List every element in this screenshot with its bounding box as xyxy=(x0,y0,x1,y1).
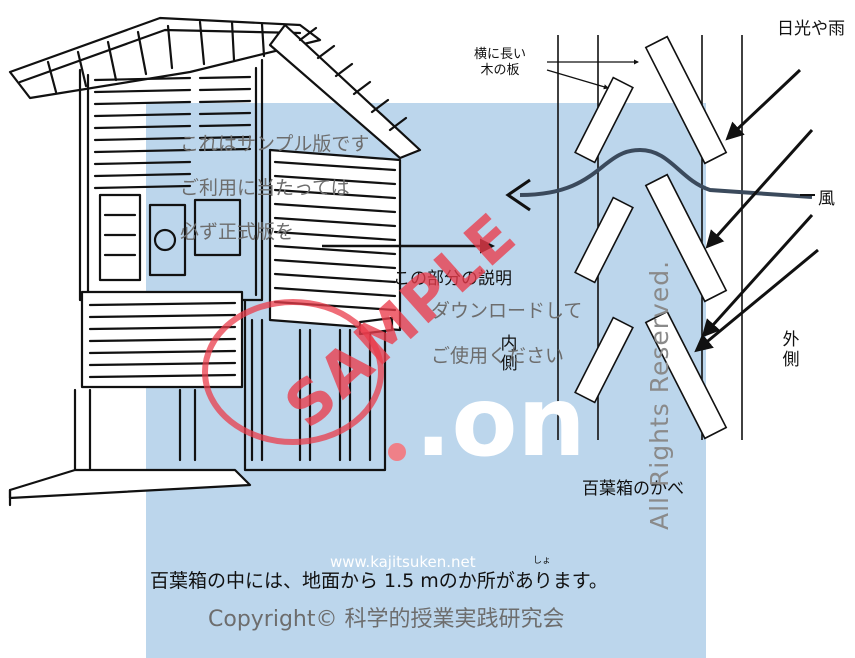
wind-arrowhead xyxy=(505,178,531,212)
outer-board xyxy=(644,35,728,165)
inner-board xyxy=(574,196,634,284)
outer-board xyxy=(644,173,728,303)
label-board-line: 横に長い xyxy=(474,47,527,62)
label-sun-rain: 日光や雨 xyxy=(777,19,845,39)
stevenson-screen-illustration xyxy=(8,16,422,507)
sun-rain-arrow xyxy=(725,68,802,141)
inner-board xyxy=(574,316,634,404)
watermark-note-line: これはサンプル版です xyxy=(180,133,370,155)
caption-ruby: しょ xyxy=(533,556,552,566)
brand-logo: .on xyxy=(415,372,586,472)
watermark-note-line: 必ず正式版を xyxy=(180,221,295,243)
rain-arrow xyxy=(701,213,814,338)
wind-path xyxy=(519,147,813,199)
watermark-note-download: ダウンロードして xyxy=(431,300,583,322)
sample-stamp-ring xyxy=(202,299,384,445)
louver-cross-section xyxy=(557,35,743,440)
label-wind: 風 xyxy=(818,189,835,209)
label-outside: 外 側 xyxy=(781,330,801,370)
brand-dot xyxy=(388,443,406,461)
watermark-note-use: ご使用ください xyxy=(431,345,565,367)
label-outside-char: 側 xyxy=(782,350,800,370)
brand-logo-text: .on xyxy=(415,366,586,478)
caption: 百葉箱の中には、地面から 1.5 mのか所があります。 xyxy=(150,570,608,592)
all-rights-reserved: All Rights Reserved. xyxy=(645,259,674,530)
watermark-note-line: ご利用に当たっては xyxy=(180,177,350,199)
rain-arrow xyxy=(694,248,819,353)
label-inside: 内 側 xyxy=(499,334,519,374)
label-outside-char: 外 xyxy=(782,330,800,350)
label-inside-char: 側 xyxy=(500,354,518,374)
rain-arrow xyxy=(705,128,814,249)
label-board-line: 木の板 xyxy=(480,63,520,78)
label-long-boards: 横に長い 木の板 xyxy=(474,47,526,79)
watermark-note-top: これはサンプル版です ご利用に当たっては 必ず正式版を xyxy=(180,133,369,244)
board-pointer xyxy=(546,69,609,90)
label-inside-char: 内 xyxy=(500,334,518,354)
watermark-site: www.kajitsuken.net xyxy=(330,553,476,571)
label-wall: 百葉箱のかべ xyxy=(582,479,684,499)
outer-board xyxy=(644,310,728,440)
label-part-description: この部分の説明 xyxy=(393,269,512,289)
copyright: Copyright© 科学的授業実践研究会 xyxy=(208,607,565,632)
inner-board xyxy=(574,76,634,164)
